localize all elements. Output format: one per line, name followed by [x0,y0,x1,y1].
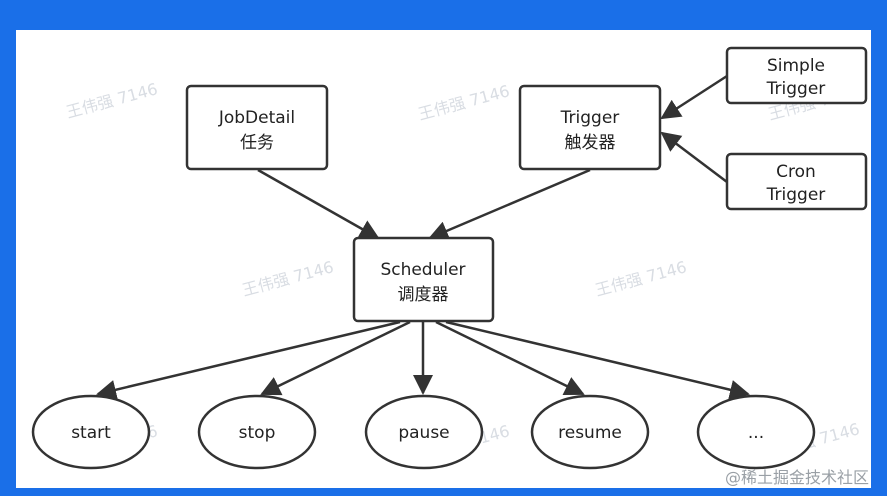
trigger-subtitle: 触发器 [565,133,616,153]
scheduler-title: Scheduler [380,260,465,280]
stop-label: stop [239,423,276,443]
simple-trigger-line2: Trigger [766,79,826,99]
start-node: start [31,394,151,470]
jobdetail-subtitle: 任务 [240,133,274,153]
connector-group [96,74,750,400]
jobdetail-node: JobDetail 任务 [185,84,329,171]
arrow-scheduler-to-start [96,320,401,400]
arrow-scheduler-to-stop [260,320,411,396]
watermark-text: 王伟强 7146 [64,79,160,122]
arrow-scheduler-to-resume [435,320,585,396]
scheduler-node: Scheduler 调度器 [352,236,495,323]
watermark-text: 王伟强 7146 [593,257,689,300]
watermark-text: 王伟强 7146 [240,257,336,300]
watermark-text: 王伟强 7146 [416,81,512,124]
simple-trigger-line1: Simple [767,56,825,76]
jobdetail-title: JobDetail [218,108,295,128]
pause-label: pause [398,423,449,443]
scheduler-subtitle: 调度器 [398,285,449,305]
arrow-jobdetail-to-scheduler [257,168,380,240]
simple-trigger-node: Simple Trigger [725,46,868,105]
trigger-title: Trigger [560,108,620,128]
resume-node: resume [530,394,650,470]
arrow-trigger-to-scheduler [428,168,591,241]
resume-label: resume [558,423,622,443]
cron-trigger-line1: Cron [776,162,816,182]
stop-node: stop [197,394,317,470]
source-attribution: @稀土掘金技术社区 [724,468,869,487]
cron-trigger-node: Cron Trigger [725,152,868,211]
more-node: ... [696,394,816,470]
pause-node: pause [364,394,484,470]
cron-trigger-line2: Trigger [766,185,826,205]
trigger-node: Trigger 触发器 [518,84,662,171]
arrow-scheduler-to-more [445,320,750,400]
arrow-simple-to-trigger [660,74,728,120]
start-label: start [71,423,111,443]
arrow-cron-to-trigger [660,131,728,183]
more-label: ... [748,423,764,443]
